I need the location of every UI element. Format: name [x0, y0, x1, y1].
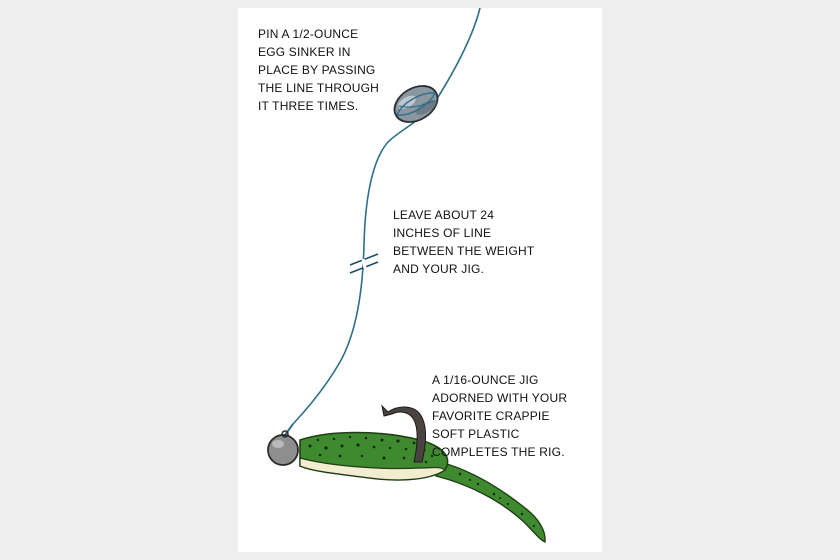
hook-icon	[381, 404, 426, 463]
callout-line: IT THREE TIMES.	[258, 99, 359, 113]
callout-line: A 1/16-OUNCE JIG	[432, 373, 539, 387]
callout-line: ADORNED WITH YOUR	[432, 391, 568, 405]
callout-line: EGG SINKER IN	[258, 45, 351, 59]
callout-line: SOFT PLASTIC	[432, 427, 520, 441]
plastic-speckles	[308, 435, 536, 528]
callout-line: PIN A 1/2-OUNCE	[258, 27, 359, 41]
sinker-callout: PIN A 1/2-OUNCE EGG SINKER IN PLACE BY P…	[258, 25, 379, 115]
line-knot	[284, 423, 294, 436]
egg-sinker-icon	[393, 85, 439, 123]
callout-line: INCHES OF LINE	[393, 226, 492, 240]
plastic-tail	[435, 461, 546, 544]
plastic-belly	[299, 457, 447, 481]
line-break-mark	[349, 253, 379, 274]
callout-line: AND YOUR JIG.	[393, 262, 485, 276]
callout-line: FAVORITE CRAPPIE	[432, 409, 550, 423]
callout-line: THE LINE THROUGH	[258, 81, 379, 95]
fishing-line	[292, 7, 481, 425]
callout-line: PLACE BY PASSING	[258, 63, 376, 77]
jig-head-icon	[267, 430, 299, 466]
callout-line: LEAVE ABOUT 24	[393, 208, 495, 222]
callout-line: BETWEEN THE WEIGHT	[393, 244, 535, 258]
callout-line: COMPLETES THE RIG.	[432, 445, 565, 459]
jig-callout: A 1/16-OUNCE JIG ADORNED WITH YOUR FAVOR…	[432, 371, 567, 461]
leader-callout: LEAVE ABOUT 24 INCHES OF LINE BETWEEN TH…	[393, 206, 534, 278]
